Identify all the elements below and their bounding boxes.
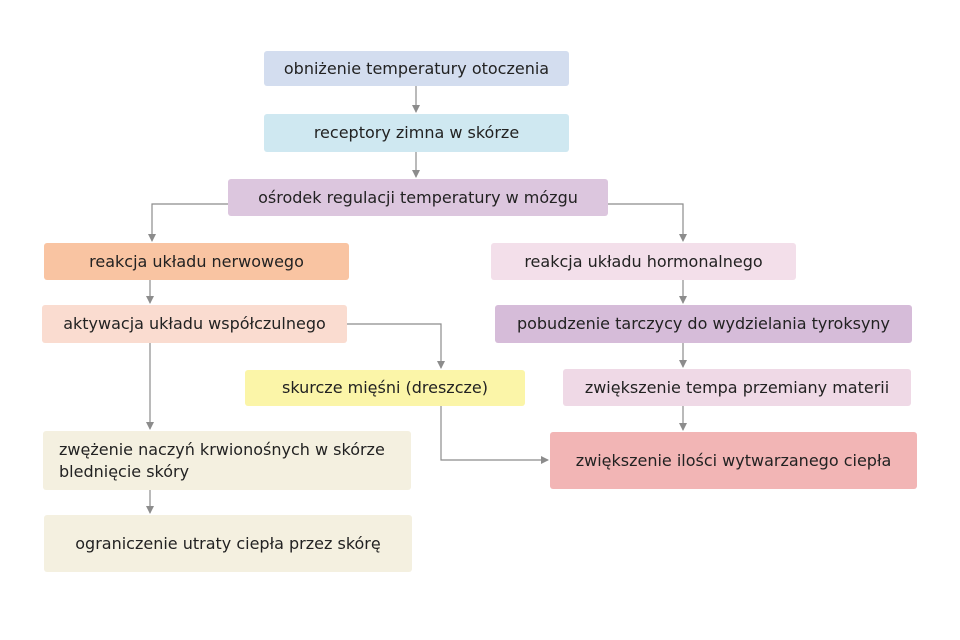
node-cold-receptors: receptory zimna w skórze: [264, 114, 569, 152]
node-vasoconstriction: zwężenie naczyń krwionośnych w skórze bl…: [43, 431, 411, 490]
vasoconstriction-line-2: blednięcie skóry: [59, 461, 190, 481]
node-thyroid-stimulation: pobudzenie tarczycy do wydzielania tyrok…: [495, 305, 912, 343]
node-nervous-reaction: reakcja układu nerwowego: [44, 243, 349, 280]
node-sympathetic-activation: aktywacja układu współczulnego: [42, 305, 347, 343]
node-ambient-temperature-drop: obniżenie temperatury otoczenia: [264, 51, 569, 86]
node-muscle-shivers: skurcze mięśni (dreszcze): [245, 370, 525, 406]
arrow-brain-to-nervous: [148, 203, 228, 242]
arrow-shivers-to-heat: [440, 406, 549, 464]
vasoconstriction-line-1: zwężenie naczyń krwionośnych w skórze: [59, 439, 385, 459]
node-hormonal-reaction: reakcja układu hormonalnego: [491, 243, 796, 280]
arrow-sympathetic-to-shivers: [347, 323, 445, 369]
arrow-brain-to-hormonal: [608, 203, 687, 242]
node-brain-regulation-center: ośrodek regulacji temperatury w mózgu: [228, 179, 608, 216]
node-heat-production-increase: zwiększenie ilości wytwarzanego ciepła: [550, 432, 917, 489]
node-metabolism-increase: zwiększenie tempa przemiany materii: [563, 369, 911, 406]
node-heat-loss-limitation: ograniczenie utraty ciepła przez skórę: [44, 515, 412, 572]
